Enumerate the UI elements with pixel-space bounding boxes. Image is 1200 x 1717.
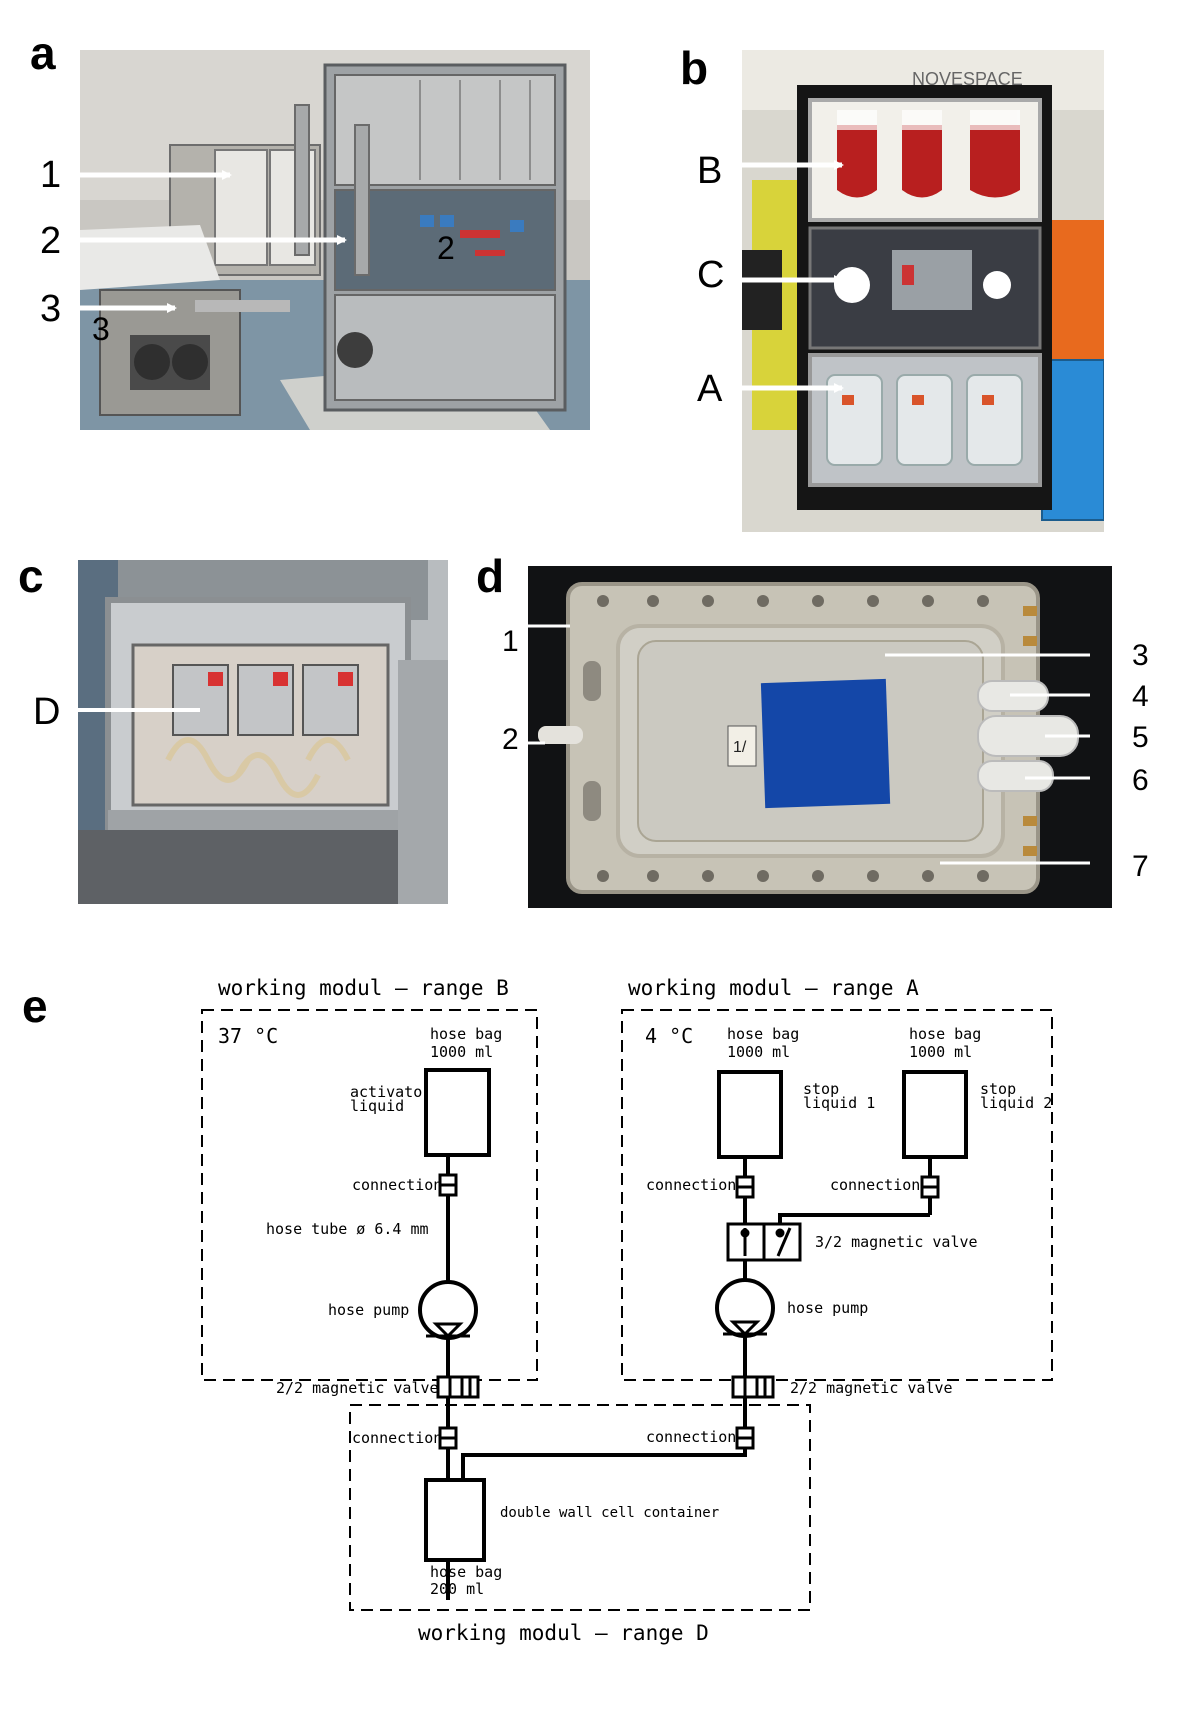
- panel-letter-c: c: [18, 550, 44, 602]
- range-d-connection-symbol-left: [438, 1426, 458, 1450]
- range-b-bag-label-1: hose bag: [430, 1025, 502, 1043]
- range-b-tube-label: hose tube ø 6.4 mm: [266, 1220, 429, 1238]
- callout-d-5: 5: [1132, 721, 1149, 754]
- callout-b-B: B: [697, 150, 723, 192]
- range-a-2-2-valve-symbol: [731, 1375, 775, 1399]
- callout-d-6: 6: [1132, 764, 1149, 797]
- range-b-hose-bag: [424, 1068, 491, 1157]
- range-a-box: [621, 1009, 1053, 1381]
- photo-panel-b: NOVESPACE: [742, 50, 1104, 532]
- range-a-connection-symbol-2: [920, 1175, 940, 1199]
- range-b-title: working modul – range B: [218, 976, 509, 1000]
- range-d-title: working modul – range D: [418, 1621, 709, 1645]
- range-b-liquid-label-2: liquid: [350, 1097, 404, 1115]
- callout-d-1: 1: [502, 625, 519, 658]
- range-a-hose-bag-1: [717, 1070, 783, 1159]
- panel-letter-b: b: [680, 42, 709, 94]
- range-b-connection-label: connection: [352, 1176, 442, 1194]
- range-d-bag-label-1: hose bag: [430, 1563, 502, 1581]
- range-a-bag2-label-2: 1000 ml: [909, 1043, 972, 1061]
- range-a-temperature: 4 °C: [645, 1024, 693, 1048]
- range-b-temperature: 37 °C: [218, 1024, 278, 1048]
- range-a-stop1-label-1: stop: [803, 1080, 839, 1098]
- panel-letter-e: e: [22, 980, 48, 1032]
- arrows-panel-a: [75, 170, 347, 313]
- range-a-pump-label: hose pump: [787, 1299, 868, 1317]
- lines-panel-d: [528, 624, 1090, 865]
- inline-label-a-3: 3: [92, 311, 110, 347]
- novespace-sign: NOVESPACE: [912, 69, 1023, 89]
- callout-a-2: 2: [40, 220, 62, 262]
- range-a-bag2-label-1: hose bag: [909, 1025, 981, 1043]
- callout-a-1: 1: [40, 154, 62, 196]
- range-a-connection-label-2: connection: [830, 1176, 920, 1194]
- panel-letter-d: d: [476, 550, 505, 602]
- range-b-liquid-label-1: activator: [350, 1083, 431, 1101]
- range-b-valve-symbol: [436, 1375, 480, 1399]
- range-b-box: [201, 1009, 538, 1381]
- range-a-title: working modul – range A: [628, 976, 919, 1000]
- range-d-connection-label-left: connection: [352, 1429, 442, 1447]
- callout-a-3: 3: [40, 288, 62, 330]
- callout-d-4: 4: [1132, 680, 1149, 713]
- range-b-bag-label-2: 1000 ml: [430, 1043, 493, 1061]
- range-d-connection-symbol-right: [735, 1426, 755, 1450]
- range-a-3-2-valve-label: 3/2 magnetic valve: [815, 1233, 978, 1251]
- panel-letter-a: a: [30, 27, 56, 79]
- handwritten-mark: 1/: [733, 739, 747, 756]
- line-panel-c: [78, 708, 200, 712]
- range-d-cell-container: [424, 1478, 486, 1562]
- callout-d-2: 2: [502, 723, 519, 756]
- range-d-container-label: double wall cell container: [500, 1505, 719, 1521]
- schematic-diagram: working modul – range B working modul – …: [201, 976, 1053, 1645]
- range-a-bag1-label-2: 1000 ml: [727, 1043, 790, 1061]
- range-b-valve-label: 2/2 magnetic valve: [276, 1379, 439, 1397]
- callout-d-7: 7: [1132, 850, 1149, 883]
- range-a-hose-bag-2: [902, 1070, 968, 1159]
- range-d-bag-label-2: 200 ml: [430, 1580, 484, 1598]
- range-a-connection-label-1: connection: [646, 1176, 736, 1194]
- range-a-stop2-label-1: stop: [980, 1080, 1016, 1098]
- range-a-valve-label: 2/2 magnetic valve: [790, 1379, 953, 1397]
- range-b-pump-symbol: [418, 1280, 478, 1340]
- range-a-3-2-valve-symbol: [726, 1222, 802, 1262]
- photo-panel-d: 1/: [528, 566, 1112, 908]
- range-a-bag1-label-1: hose bag: [727, 1025, 799, 1043]
- callout-d-3: 3: [1132, 639, 1149, 672]
- range-a-stop1-label-2: liquid 1: [803, 1094, 875, 1112]
- range-a-connection-symbol-1: [735, 1175, 755, 1199]
- range-b-connection-symbol: [438, 1173, 458, 1197]
- range-b-pump-label: hose pump: [328, 1301, 409, 1319]
- range-a-pump-symbol: [715, 1278, 775, 1338]
- range-d-connection-label-right: connection: [646, 1428, 736, 1446]
- range-d-box: [349, 1404, 811, 1611]
- arrows-panel-b: [742, 160, 844, 393]
- callout-b-A: A: [697, 368, 723, 410]
- range-a-stop2-label-2: liquid 2: [980, 1094, 1052, 1112]
- photo-panel-c: [78, 560, 448, 904]
- inline-label-a-2: 2: [437, 230, 455, 266]
- callout-c-D: D: [33, 691, 61, 733]
- callout-b-C: C: [697, 254, 725, 296]
